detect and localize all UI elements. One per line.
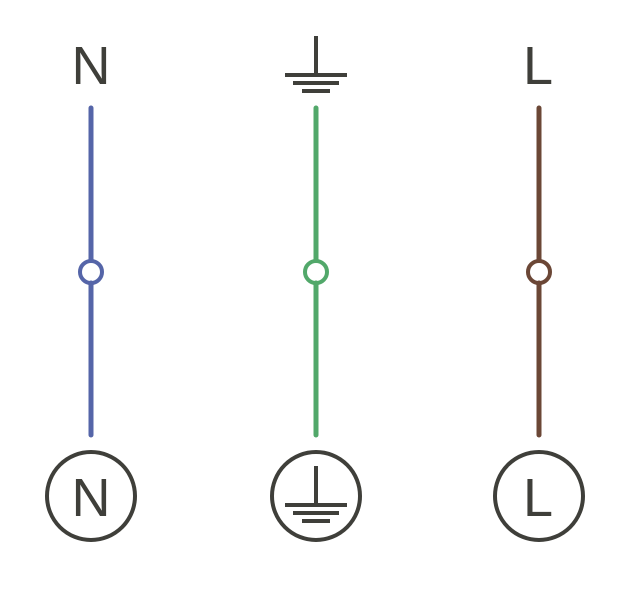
earth-junction-icon xyxy=(303,259,329,285)
earth-bottom-ground-icon xyxy=(285,466,347,523)
earth-terminal-circle xyxy=(270,450,362,542)
neutral-bottom-label: N xyxy=(72,468,111,528)
earth-column xyxy=(270,36,362,542)
live-top-label: L xyxy=(523,36,553,96)
live-terminal-circle xyxy=(493,450,585,542)
live-bottom-label: L xyxy=(523,468,553,528)
neutral-top-label: N xyxy=(72,36,111,96)
neutral-column: N N xyxy=(45,36,137,542)
neutral-junction-icon xyxy=(78,259,104,285)
live-junction-icon xyxy=(526,259,552,285)
earth-top-ground-icon xyxy=(285,36,347,93)
live-column: L L xyxy=(493,36,585,542)
neutral-terminal-circle xyxy=(45,450,137,542)
